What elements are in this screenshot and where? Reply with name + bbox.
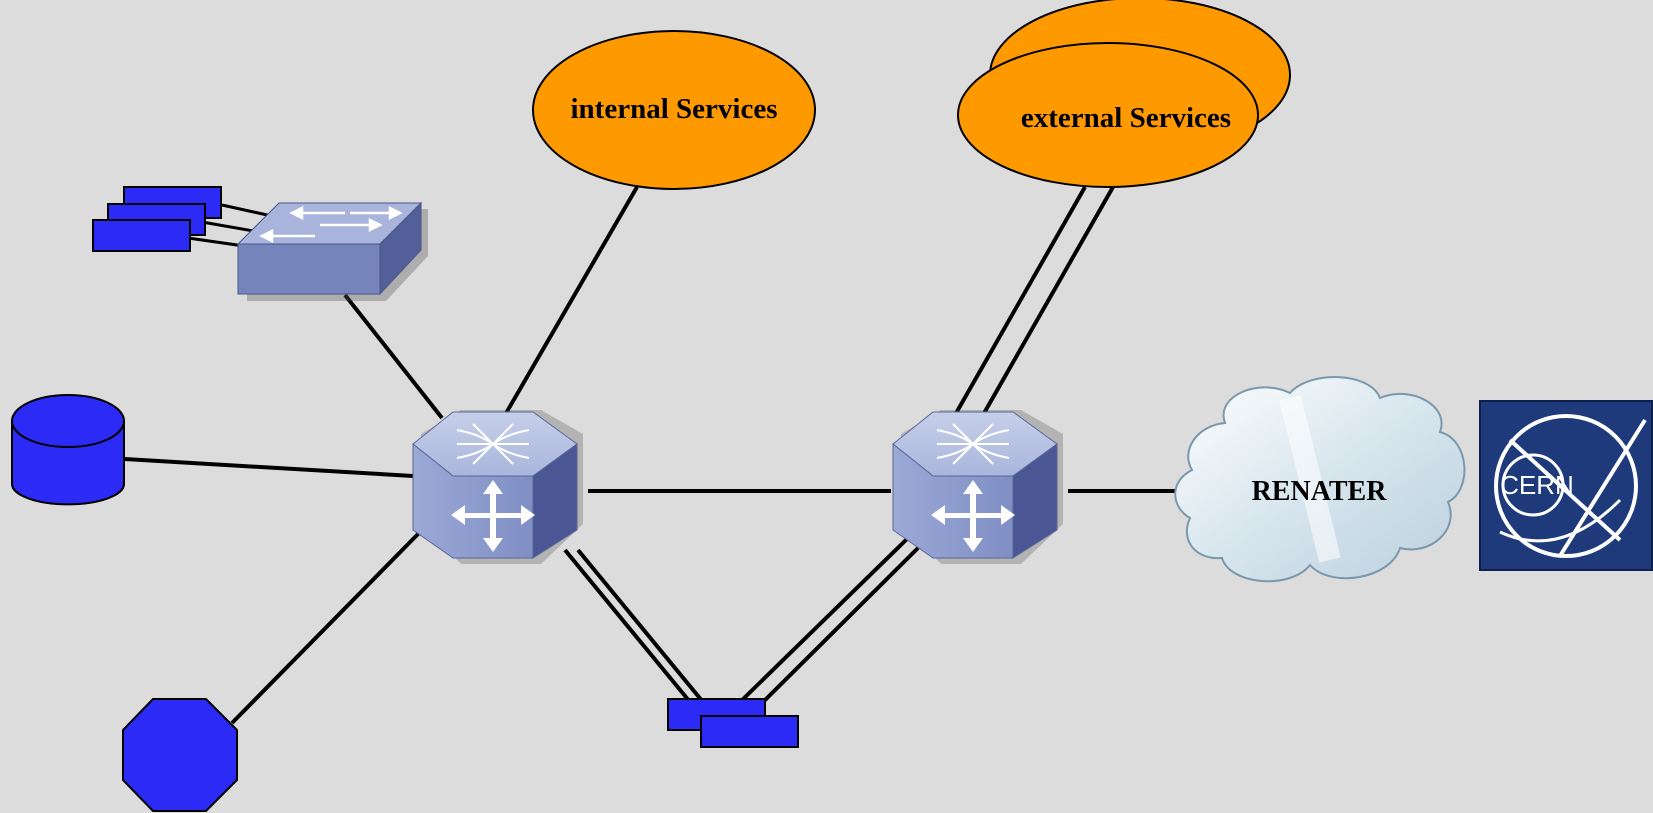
- renater-label: RENATER: [1252, 476, 1388, 507]
- database-icon: [11, 394, 125, 506]
- cern-logo-ring: [1494, 414, 1638, 558]
- bottom-devices: [667, 698, 799, 748]
- server-octagon-icon: [122, 698, 238, 812]
- device-rect: [92, 219, 191, 252]
- link-database-router: [123, 457, 414, 478]
- router-side: [1012, 443, 1058, 559]
- workgroup-switch-icon: [236, 201, 428, 301]
- internal-services-node: internal Services: [532, 30, 816, 190]
- cern-logo-bg: [1479, 400, 1653, 571]
- server-octagon: [122, 698, 238, 812]
- database-top: [11, 394, 125, 448]
- cern-logo-text: CERN: [1500, 470, 1574, 500]
- link-switch-router: [343, 293, 444, 420]
- link-router2-device-b: [750, 546, 920, 715]
- external-services-node: external Services: [957, 0, 1291, 188]
- core-router-icon: [892, 410, 1063, 564]
- device-rect: [700, 715, 799, 748]
- stacked-devices-top: [92, 186, 222, 252]
- cern-logo: CERN: [1479, 400, 1653, 571]
- link-router1-device-a: [563, 548, 692, 704]
- internal-services-ellipse: [532, 30, 816, 190]
- link-external-b: [981, 186, 1115, 416]
- renater-cloud: RENATER: [1174, 376, 1466, 583]
- link-router2-device-a: [735, 536, 910, 707]
- link-external-a: [953, 186, 1087, 416]
- router-side: [532, 443, 578, 559]
- external-services-label: external Services: [1021, 102, 1231, 134]
- external-services-ellipse: [957, 42, 1259, 188]
- link-router1-device-b: [576, 548, 705, 704]
- link-internal-router: [503, 185, 639, 417]
- internal-services-label: internal Services: [571, 93, 778, 125]
- switch-front: [237, 243, 381, 295]
- switch-side: [379, 201, 422, 296]
- link-server-router: [230, 530, 422, 725]
- core-router-icon: [412, 410, 583, 564]
